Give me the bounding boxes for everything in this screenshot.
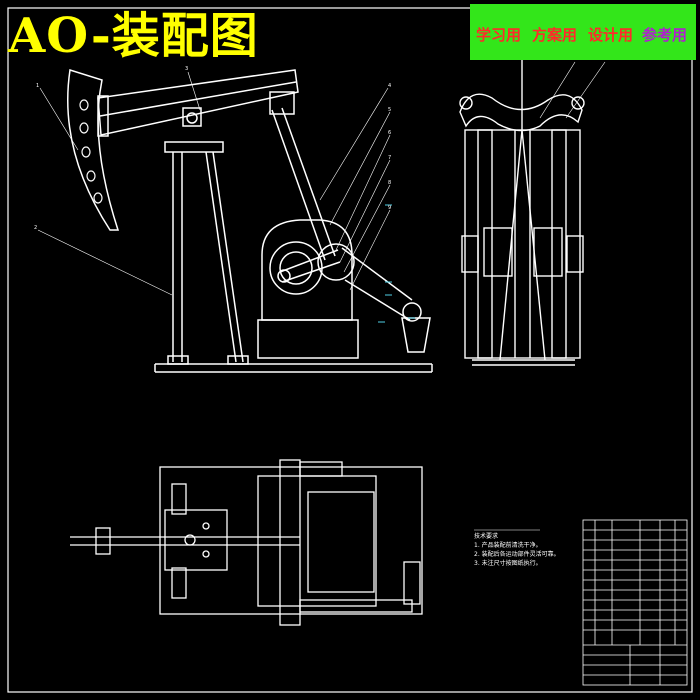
drawing-border [7,7,693,693]
title-block [582,519,688,686]
balloon-numbers: 1 2 3 4 5 6 7 8 9 [34,66,391,231]
banner-plan-label: 方案用 [532,26,578,44]
motor [401,317,431,353]
notes-line-1: 1. 产品装配前清洗干净。 [474,542,542,549]
samson-post-top [164,141,224,153]
balloon-6: 6 [388,130,391,136]
technical-requirements: 技术要求 1. 产品装配前清洗干净。 2. 装配后各运动部件灵活可靠。 3. 未… [474,532,560,568]
pitman-arm [271,109,326,261]
side-horsehead [459,93,583,132]
walking-beam [97,69,299,136]
gearbox [261,219,353,321]
notes-line-2: 2. 装配后各运动部件灵活可靠。 [474,551,560,558]
notes-heading: 技术要求 [474,533,499,540]
horsehead [67,69,120,231]
top-view [70,459,423,626]
saddle-bearing [182,107,202,127]
front-view [67,69,433,373]
balloon-2: 2 [34,225,37,231]
balloon-9: 9 [388,205,391,211]
leader-lines [37,71,391,296]
side-frame [464,129,581,359]
banner-study-label: 学习用 [476,26,522,44]
notes-line-3: 3. 未注尺寸按图纸执行。 [474,560,542,567]
balloon-5: 5 [388,107,391,113]
top-post-plate [164,509,228,571]
top-base-frame [159,466,423,615]
cyan-marks [378,204,415,323]
balloon-8: 8 [388,180,391,186]
top-gearbox [257,475,377,607]
side-view [459,60,585,366]
drive-belt [341,247,413,301]
motor-pulley [402,302,422,322]
balloon-1: 1 [36,83,39,89]
balloon-7: 7 [388,155,391,161]
drawing-title: AO-装配图 [8,8,259,64]
usage-banner: 学习用 方案用 设计用 参考用 [470,4,696,60]
balloon-4: 4 [388,83,391,89]
banner-design-label: 设计用 [588,26,634,44]
crank-disc [269,241,323,295]
balloon-3: 3 [185,66,188,72]
banner-reference-label: 参考用 [642,26,688,44]
